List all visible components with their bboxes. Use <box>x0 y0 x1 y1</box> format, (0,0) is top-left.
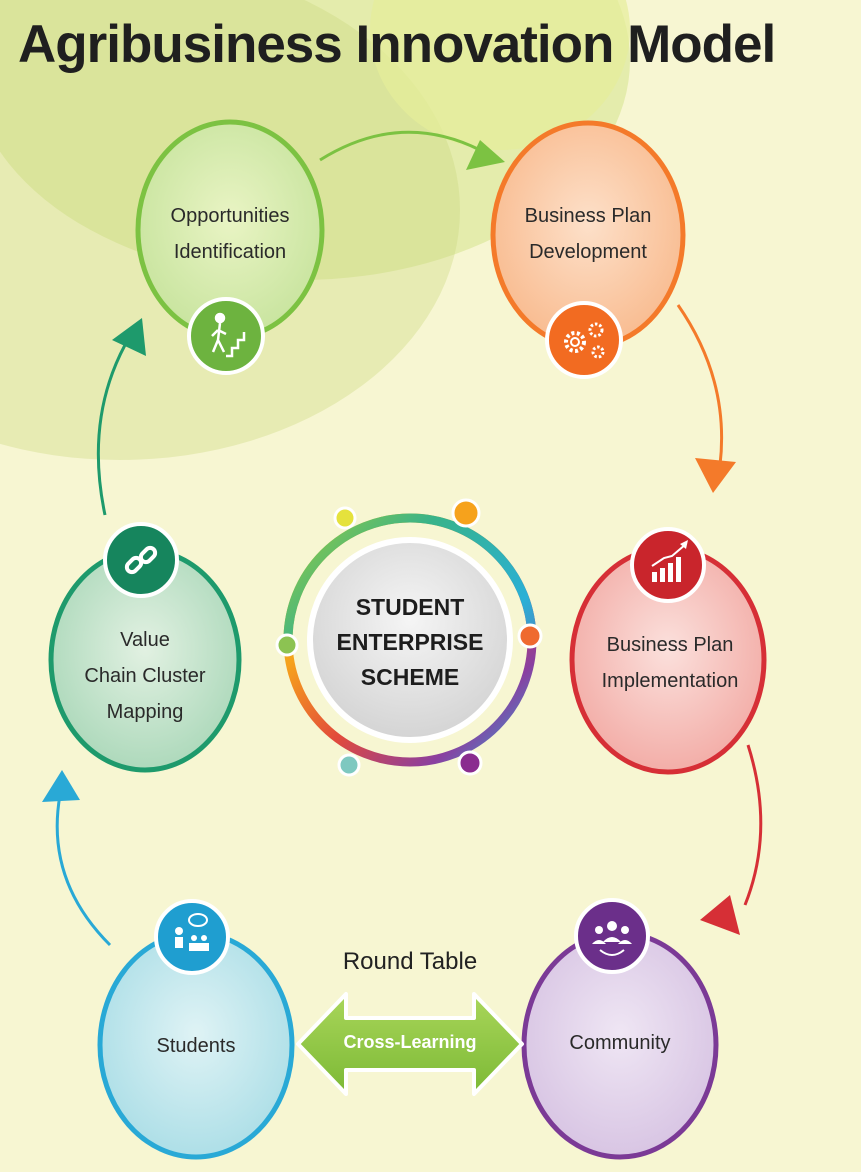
label-line: Implementation <box>601 670 739 692</box>
label-value-chain-cluster-mapping: Value Chain Cluster Mapping <box>55 622 235 730</box>
round-table-label: Round Table <box>342 948 478 975</box>
node-community <box>521 898 719 1160</box>
cross-learning-arrow <box>296 992 524 1096</box>
label-line: Development <box>529 241 647 263</box>
ring-dot-yellow <box>333 506 357 530</box>
stairs-climber-glyph <box>211 312 246 358</box>
arrow-head-green <box>466 140 505 170</box>
arrow-development-to-implementation <box>676 304 724 466</box>
group-glyph <box>592 921 632 956</box>
gears-icon <box>545 301 623 379</box>
label-line: Mapping <box>106 701 184 723</box>
node-students <box>97 899 295 1160</box>
cross-learning-label: Cross-Learning <box>343 1032 477 1052</box>
label-business-plan-development: Business Plan Development <box>498 198 678 270</box>
arrow-value-chain-to-opportunities <box>96 344 127 516</box>
ring-dot-green <box>275 633 299 657</box>
label-line: Community <box>569 1032 671 1054</box>
arrow-head-red <box>700 895 740 935</box>
node-business-plan-implementation <box>569 527 767 775</box>
ring-dot-red <box>517 623 543 649</box>
arrow-students-to-value-chain <box>55 794 112 947</box>
node-opportunities-identification <box>135 119 325 375</box>
center-ring <box>275 498 543 777</box>
label-line: Business Plan <box>524 205 652 227</box>
chain-link-glyph <box>124 545 158 575</box>
growth-chart-glyph <box>651 540 688 582</box>
center-line: STUDENT <box>355 594 465 620</box>
group-icon <box>574 898 650 974</box>
label-line: Opportunities <box>170 205 290 227</box>
label-students: Students <box>106 1028 286 1064</box>
arrow-head-teal <box>112 318 146 356</box>
ring-dot-purple <box>457 750 483 776</box>
label-line: Chain Cluster <box>84 665 206 687</box>
arrow-head-orange <box>695 458 736 493</box>
label-business-plan-implementation: Business Plan Implementation <box>580 627 760 699</box>
center-label-student-enterprise-scheme: STUDENT ENTERPRISE SCHEME <box>310 590 510 695</box>
ring-dot-teal <box>337 753 361 777</box>
node-value-chain-cluster-mapping <box>48 522 242 773</box>
arrow-opportunities-to-development <box>319 130 481 162</box>
page-title: Agribusiness Innovation Model <box>18 15 776 74</box>
cycle-arrows <box>42 130 763 947</box>
center-line: ENTERPRISE <box>336 629 484 655</box>
label-line: Business Plan <box>606 634 734 656</box>
arrow-implementation-to-community <box>743 744 763 906</box>
ring-dot-orange <box>451 498 481 528</box>
label-line: Students <box>156 1035 236 1057</box>
presentation-glyph <box>175 913 209 951</box>
label-line: Value <box>120 629 170 651</box>
center-line: SCHEME <box>360 664 460 690</box>
label-community: Community <box>530 1025 710 1061</box>
arrow-head-blue <box>42 770 80 802</box>
gears-glyph <box>564 322 605 359</box>
stairs-climber-icon <box>187 297 265 375</box>
node-business-plan-development <box>490 120 686 379</box>
label-line: Identification <box>173 241 287 263</box>
label-opportunities-identification: Opportunities Identification <box>140 198 320 270</box>
